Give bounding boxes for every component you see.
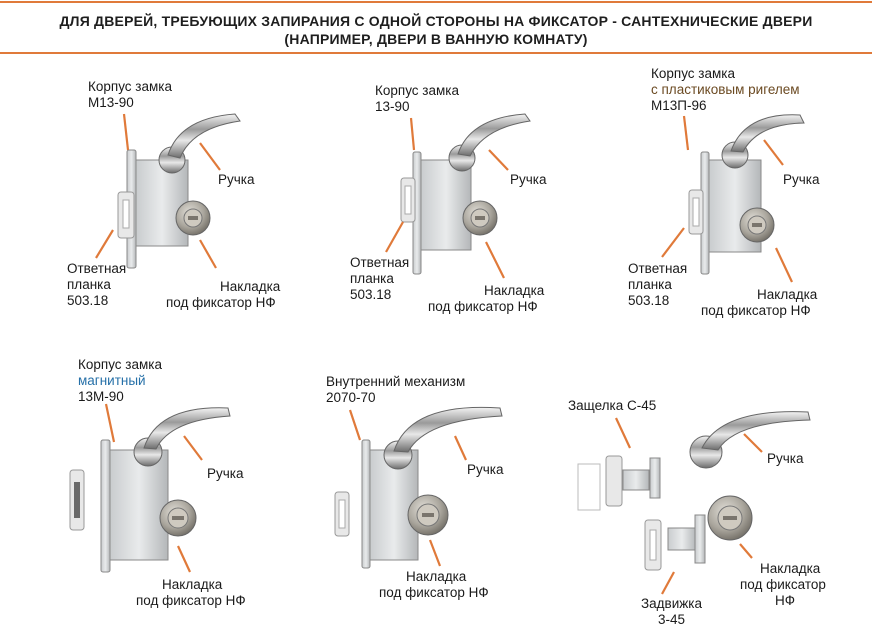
- set4-body-note: магнитный: [78, 373, 146, 388]
- arrow-body-2: [409, 117, 416, 151]
- set1-body-title: Корпус замка: [88, 79, 172, 94]
- arrow-handle-1: [199, 142, 221, 171]
- set1-body-model: М13-90: [88, 95, 134, 110]
- set3-body-model: М13П-96: [651, 98, 707, 113]
- set5-handle-label: Ручка: [467, 462, 504, 477]
- arrow-cover-2: [485, 241, 505, 279]
- set2-strike-line2: планка: [350, 271, 394, 286]
- arrow-strike-2: [385, 221, 404, 253]
- callout-arrows: [95, 113, 793, 595]
- arrow-handle-4: [183, 435, 203, 461]
- arrow-handle-3: [763, 139, 784, 166]
- set6-bolt-line1: Задвижка: [641, 596, 702, 611]
- set3-cover-line1: Накладка: [757, 287, 818, 302]
- lock-set-13-90: [400, 113, 531, 275]
- set2-handle-label: Ручка: [510, 172, 547, 187]
- set3-strike-line1: Ответная: [628, 261, 688, 276]
- arrow-strike-3: [661, 227, 685, 258]
- set3-body-title: Корпус замка: [651, 66, 735, 81]
- set2-strike-line3: 503.18: [350, 287, 392, 302]
- lock-set-m13p-96: [688, 114, 805, 275]
- set1-strike-line3: 503.18: [67, 293, 109, 308]
- set4-body-title: Корпус замка: [78, 357, 162, 372]
- set3-strike-line3: 503.18: [628, 293, 670, 308]
- set1-strike-line2: планка: [67, 277, 111, 292]
- arrow-handle-2: [488, 149, 509, 171]
- set6-bolt-line2: 3-45: [658, 612, 686, 627]
- set5-cover-line2: под фиксатор НФ: [379, 585, 489, 600]
- set6-latch-label: Защелка С-45: [568, 398, 657, 413]
- arrow-cover-6: [739, 543, 753, 559]
- arrow-cover-4: [177, 545, 191, 573]
- set6-handle-label: Ручка: [767, 451, 804, 466]
- set4-body-model: 13М-90: [78, 389, 124, 404]
- set6-cover-line3: НФ: [775, 593, 796, 608]
- arrow-cover-3: [775, 247, 793, 283]
- arrow-bolt-6: [661, 571, 675, 595]
- arrow-latch-6: [615, 417, 631, 449]
- header-top-rule: [0, 1, 872, 3]
- set1-cover-line2: под фиксатор НФ: [166, 295, 276, 310]
- lock-set-13m-90: [69, 407, 231, 573]
- set1-handle-label: Ручка: [218, 172, 255, 187]
- set3-body-note: с пластиковым ригелем: [651, 82, 800, 97]
- set6-cover-line2: под фиксатор: [740, 577, 826, 592]
- set2-body-title: Корпус замка: [375, 83, 459, 98]
- set4-handle-label: Ручка: [207, 466, 244, 481]
- set2-body-model: 13-90: [375, 99, 410, 114]
- set3-handle-label: Ручка: [783, 172, 820, 187]
- set2-strike-line1: Ответная: [350, 255, 410, 270]
- latch-set-s45-z45: [577, 411, 811, 571]
- set6-cover-line1: Накладка: [760, 561, 821, 576]
- arrow-body-1: [122, 113, 130, 151]
- page-title-line-2: (НАПРИМЕР, ДВЕРИ В ВАННУЮ КОМНАТУ): [284, 31, 588, 47]
- set5-body-model: 2070-70: [326, 390, 376, 405]
- arrow-handle-5: [454, 435, 467, 461]
- header-bottom-rule: [0, 52, 872, 54]
- set1-cover-line1: Накладка: [220, 279, 281, 294]
- set4-cover-line1: Накладка: [162, 577, 223, 592]
- set2-cover-line1: Накладка: [484, 283, 545, 298]
- arrow-handle-6: [743, 433, 763, 453]
- arrow-body-5: [348, 409, 362, 441]
- lock-set-2070-70: [334, 406, 503, 569]
- arrow-cover-5: [428, 539, 442, 567]
- page-title-line-1: ДЛЯ ДВЕРЕЙ, ТРЕБУЮЩИХ ЗАПИРАНИЯ С ОДНОЙ …: [59, 13, 813, 29]
- arrow-cover-1: [199, 239, 217, 269]
- set1-strike-line1: Ответная: [67, 261, 127, 276]
- set5-cover-line1: Накладка: [406, 569, 467, 584]
- set3-cover-line2: под фиксатор НФ: [701, 303, 811, 318]
- set3-strike-line2: планка: [628, 277, 672, 292]
- set4-cover-line2: под фиксатор НФ: [136, 593, 246, 608]
- lock-set-m13-90: [117, 113, 241, 269]
- arrow-body-3: [682, 115, 690, 151]
- arrow-body-4: [104, 403, 116, 443]
- arrow-strike-1: [95, 229, 114, 259]
- set2-cover-line2: под фиксатор НФ: [428, 299, 538, 314]
- set5-body-title: Внутренний механизм: [326, 374, 466, 389]
